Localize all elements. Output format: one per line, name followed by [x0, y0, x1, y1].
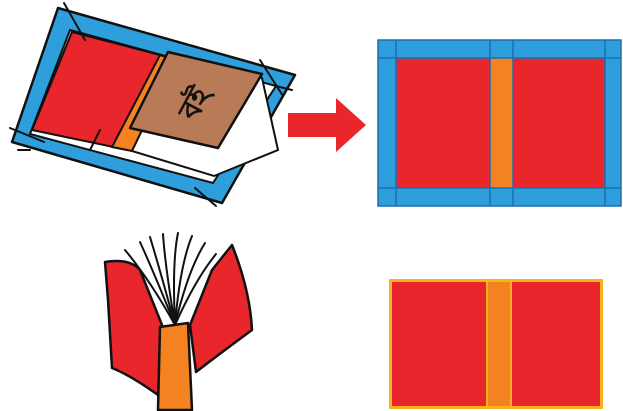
right-arrow-icon — [288, 98, 366, 152]
sketched-book-cover-icon: বই — [10, 3, 295, 206]
standing-book-icon — [105, 233, 252, 410]
plain-cover-icon — [389, 279, 603, 409]
flat-book-cover-icon — [378, 40, 621, 206]
